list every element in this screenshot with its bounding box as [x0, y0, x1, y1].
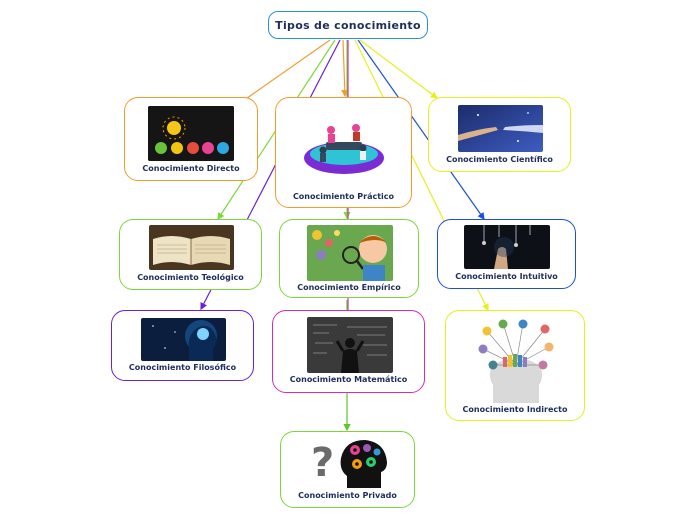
node-matematico[interactable]: Conocimiento Matemático: [272, 310, 425, 393]
edge-directo: [239, 39, 331, 104]
node-indirecto[interactable]: Conocimiento Indirecto: [445, 310, 585, 421]
colorful-bulbs-image: [148, 106, 234, 161]
node-label: Conocimiento Indirecto: [462, 405, 568, 414]
edge-intuitivo: [357, 39, 485, 220]
node-label: Conocimiento Intuitivo: [455, 272, 558, 281]
root-title: Tipos de conocimiento: [275, 18, 421, 32]
node-teologico[interactable]: Conocimiento Teológico: [119, 219, 262, 290]
hand-tools-image: [464, 225, 550, 269]
node-privado[interactable]: ? Conocimiento Privado: [280, 431, 415, 508]
node-practico[interactable]: Conocimiento Práctico: [275, 97, 412, 208]
node-cientifico[interactable]: Conocimiento Científico: [428, 97, 571, 172]
node-label: Conocimiento Privado: [298, 491, 397, 500]
node-label: Conocimiento Científico: [446, 155, 553, 164]
root-topic[interactable]: Tipos de conocimiento: [268, 11, 428, 39]
node-intuitivo[interactable]: Conocimiento Intuitivo: [437, 219, 576, 289]
svg-text:?: ?: [311, 440, 334, 486]
child-magnifier-image: [307, 225, 393, 281]
edge-practico: [341, 39, 349, 98]
node-label: Conocimiento Teológico: [137, 273, 244, 282]
node-label: Conocimiento Filosófico: [128, 363, 237, 372]
edge-cientifico: [359, 39, 438, 99]
head-with-icons-image: [473, 319, 559, 403]
team-meeting-illustration-image: [301, 120, 387, 176]
chalkboard-equations-image: [307, 317, 393, 373]
node-directo[interactable]: Conocimiento Directo: [124, 97, 258, 181]
node-filosofico[interactable]: Conocimiento Filosófico: [111, 310, 254, 381]
open-book-image: [149, 225, 234, 270]
node-label: Conocimiento Directo: [142, 164, 240, 173]
glowing-brain-head-image: [141, 318, 226, 361]
robot-human-hands-image: [458, 105, 543, 152]
node-label: Conocimiento Matemático: [289, 375, 408, 384]
node-label: Conocimiento Empírico: [297, 283, 401, 292]
question-mark-gears-image: ?: [305, 436, 391, 488]
node-empirico[interactable]: Conocimiento Empírico: [279, 219, 419, 298]
node-label: Conocimiento Práctico: [292, 192, 395, 201]
